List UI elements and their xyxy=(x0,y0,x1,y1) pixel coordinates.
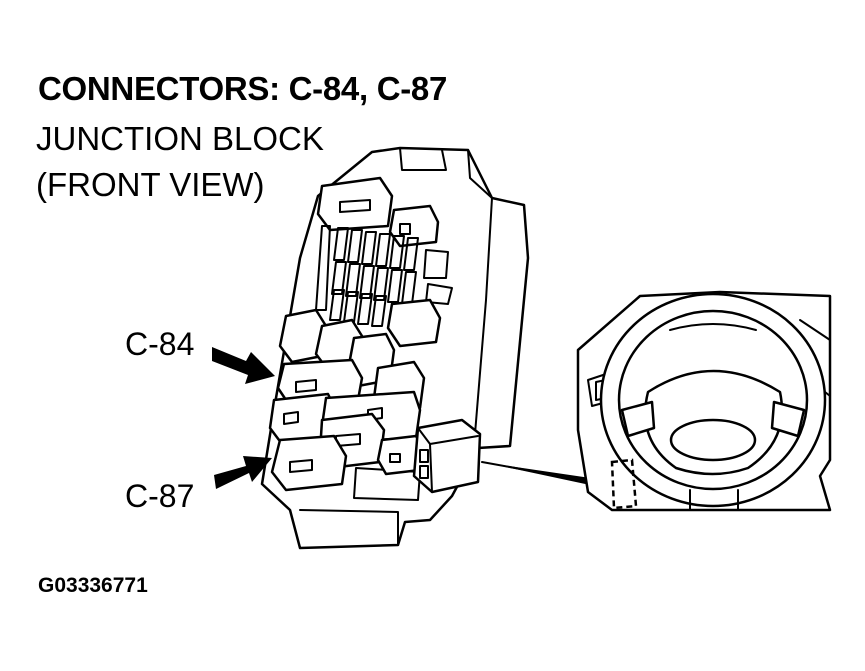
diagram-subtitle-line1: JUNCTION BLOCK xyxy=(36,120,324,157)
callout-c87-label: C-87 xyxy=(125,478,195,514)
location-marker xyxy=(610,458,638,510)
callout-c84-label: C-84 xyxy=(125,326,195,362)
junction-block xyxy=(260,146,530,550)
dashboard-inset xyxy=(576,290,832,512)
figure-id: G03336771 xyxy=(38,574,148,597)
connector-c87 xyxy=(270,434,348,492)
diagram-subtitle-line2: (FRONT VIEW) xyxy=(36,166,265,203)
fuse-rows xyxy=(315,225,419,327)
diagram-title: CONNECTORS: C-84, C-87 xyxy=(38,70,448,107)
c84-arrow xyxy=(212,347,275,384)
c87-arrow xyxy=(214,456,272,489)
